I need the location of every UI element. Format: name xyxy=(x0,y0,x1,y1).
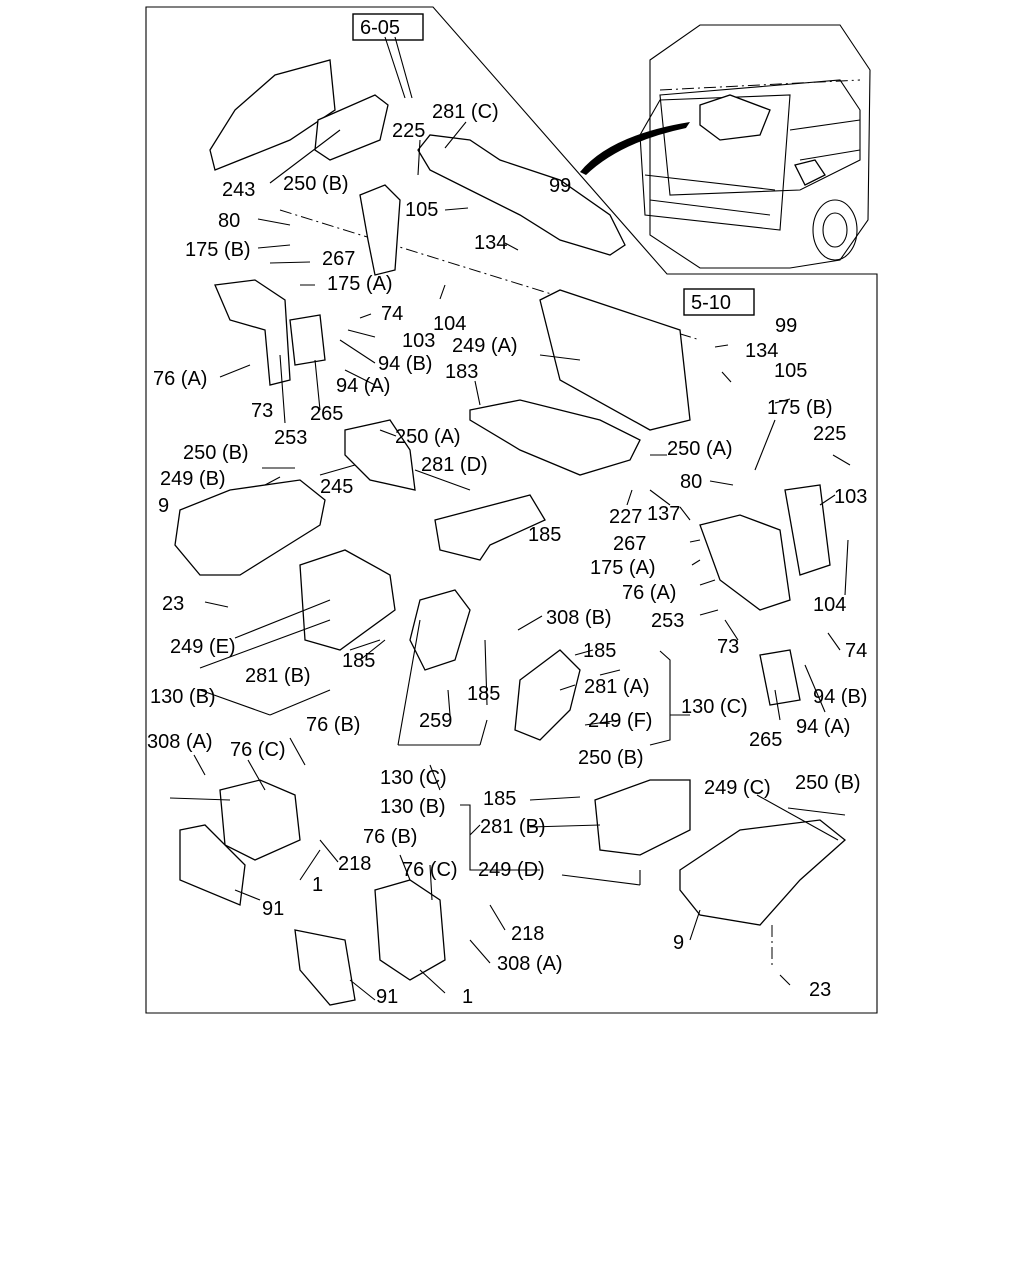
label-249e: 249 (E) xyxy=(170,636,236,658)
label-130c-lower: 130 (C) xyxy=(380,767,447,789)
label-94a-right: 94 (A) xyxy=(796,716,850,738)
label-308b: 308 (B) xyxy=(546,607,612,629)
label-253-right: 253 xyxy=(651,610,684,632)
label-105-right: 105 xyxy=(774,360,807,382)
label-267-upper: 267 xyxy=(322,248,355,270)
diagram-frame xyxy=(145,6,878,1014)
label-218-lower: 218 xyxy=(511,923,544,945)
label-225-upper: 225 xyxy=(392,120,425,142)
label-281b-lower: 281 (B) xyxy=(480,816,546,838)
truck-cab-illustration xyxy=(580,24,871,269)
label-249c: 249 (C) xyxy=(704,777,771,799)
label-265-right: 265 xyxy=(749,729,782,751)
label-80-right: 80 xyxy=(680,471,702,493)
label-281a: 281 (A) xyxy=(584,676,650,698)
label-185-center: 185 xyxy=(528,524,561,546)
ref-box-6-05 xyxy=(352,13,424,41)
label-175a-upper: 175 (A) xyxy=(327,273,393,295)
label-76b-upper: 76 (B) xyxy=(306,714,360,736)
label-175b-upper: 175 (B) xyxy=(185,239,251,261)
label-175b-right: 175 (B) xyxy=(767,397,833,419)
label-1-lower: 1 xyxy=(462,986,473,1008)
label-74-upper: 74 xyxy=(381,303,403,325)
label-130b-lower: 130 (B) xyxy=(380,796,446,818)
label-225-right: 225 xyxy=(813,423,846,445)
label-130c-right: 130 (C) xyxy=(681,696,748,718)
label-76c-upper: 76 (C) xyxy=(230,739,286,761)
part-shapes-upper xyxy=(174,59,847,1006)
label-134-right: 134 xyxy=(745,340,778,362)
label-243: 243 xyxy=(222,179,255,201)
label-218-upper: 218 xyxy=(338,853,371,875)
label-227: 227 xyxy=(609,506,642,528)
label-80-upper: 80 xyxy=(218,210,240,232)
label-91-upper: 91 xyxy=(262,898,284,920)
label-73-right: 73 xyxy=(717,636,739,658)
label-249f: 249 (F) xyxy=(588,710,652,732)
label-1-upper: 1 xyxy=(312,874,323,896)
label-91-lower: 91 xyxy=(376,986,398,1008)
label-94b-right: 94 (B) xyxy=(813,686,867,708)
label-74-right: 74 xyxy=(845,640,867,662)
label-76a-upper: 76 (A) xyxy=(153,368,207,390)
label-104-right: 104 xyxy=(813,594,846,616)
label-99-right: 99 xyxy=(775,315,797,337)
label-94b-upper: 94 (B) xyxy=(378,353,432,375)
label-185-mid: 185 xyxy=(583,640,616,662)
label-265-upper: 265 xyxy=(310,403,343,425)
label-134-upper: 134 xyxy=(474,232,507,254)
label-250b-mid: 250 (B) xyxy=(578,747,644,769)
label-245: 245 xyxy=(320,476,353,498)
label-9-upper: 9 xyxy=(158,495,169,517)
label-105-upper: 105 xyxy=(405,199,438,221)
label-99-upper: 99 xyxy=(549,175,571,197)
label-267-right: 267 xyxy=(613,533,646,555)
leader-lines xyxy=(169,36,851,1001)
label-185-left: 185 xyxy=(342,650,375,672)
ref-box-5-10 xyxy=(683,288,755,316)
ref-6-05: 6-05 xyxy=(360,17,400,39)
label-183: 183 xyxy=(445,361,478,383)
label-103-right: 103 xyxy=(834,486,867,508)
label-23-lower: 23 xyxy=(809,979,831,1001)
label-281b-left: 281 (B) xyxy=(245,665,311,687)
label-9-lower: 9 xyxy=(673,932,684,954)
label-73-upper: 73 xyxy=(251,400,273,422)
label-104-upper: 104 xyxy=(433,313,466,335)
label-249d: 249 (D) xyxy=(478,859,545,881)
label-250b-right: 250 (B) xyxy=(795,772,861,794)
label-175a-right: 175 (A) xyxy=(590,557,656,579)
label-76c-lower: 76 (C) xyxy=(402,859,458,881)
label-130b-left: 130 (B) xyxy=(150,686,216,708)
label-103-upper: 103 xyxy=(402,330,435,352)
label-249b: 249 (B) xyxy=(160,468,226,490)
label-185-lower: 185 xyxy=(467,683,500,705)
label-76a-right: 76 (A) xyxy=(622,582,676,604)
label-281d: 281 (D) xyxy=(421,454,488,476)
label-250a-right: 250 (A) xyxy=(667,438,733,460)
label-250a-left: 250 (A) xyxy=(395,426,461,448)
label-76b-lower: 76 (B) xyxy=(363,826,417,848)
label-281c: 281 (C) xyxy=(432,101,499,123)
label-249a: 249 (A) xyxy=(452,335,518,357)
label-250b-left: 250 (B) xyxy=(183,442,249,464)
label-185-bottom: 185 xyxy=(483,788,516,810)
label-253-upper: 253 xyxy=(274,427,307,449)
label-308a-upper: 308 (A) xyxy=(147,731,213,753)
label-308a-lower: 308 (A) xyxy=(497,953,563,975)
label-23-upper: 23 xyxy=(162,593,184,615)
label-250b-upper: 250 (B) xyxy=(283,173,349,195)
callout-labels: 281 (C) 225 99 243 250 (B) 105 80 134 17… xyxy=(147,101,867,1008)
label-259: 259 xyxy=(419,710,452,732)
ref-5-10: 5-10 xyxy=(691,292,731,314)
label-137: 137 xyxy=(647,503,680,525)
label-94a-upper: 94 (A) xyxy=(336,375,390,397)
